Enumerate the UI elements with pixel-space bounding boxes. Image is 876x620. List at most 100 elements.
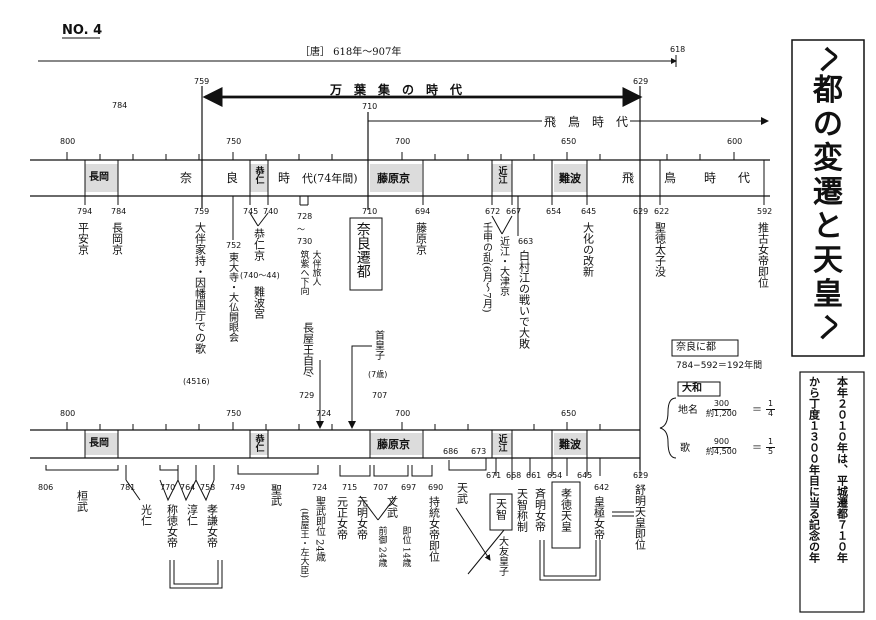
- emperor-junnin: 淳仁: [185, 504, 199, 526]
- lyear-749: 749: [230, 483, 246, 492]
- event-yakamochi-num: (4516): [183, 377, 210, 386]
- era-kyonin: 恭仁: [253, 166, 264, 184]
- emperor-monmu-sen: 前御 24歳: [376, 526, 387, 568]
- yamato-row1-eq: ＝: [752, 405, 762, 416]
- note-nagayao: 長屋王自尽: [301, 322, 315, 377]
- year-784: 784: [111, 207, 127, 216]
- emperor-nagaya-sadaijin: (長屋王・左大臣): [298, 508, 309, 579]
- event-tsukushi: 筑紫へ下向: [298, 250, 309, 295]
- emperor-gensho: 元正女帝: [335, 496, 349, 540]
- title-frame: [791, 39, 865, 357]
- upper-tick-700: 700: [395, 137, 411, 146]
- lyear-673: 673: [471, 447, 487, 456]
- tang-end-year: 618: [670, 45, 686, 54]
- asuka-start: 710: [362, 102, 378, 111]
- note-7sai: (7歳): [368, 370, 388, 379]
- emperor-genmei: 元明女帝: [355, 496, 369, 540]
- event-kuninkyo: 恭仁京: [252, 228, 266, 261]
- side-note-col-2: から丁度１３００年目に当る記念の年: [807, 376, 821, 563]
- era-naniwa: 難波: [559, 172, 581, 185]
- emperor-jito: 持統女帝即位: [427, 496, 441, 562]
- lower-era-nagaoka: 長岡: [89, 438, 109, 449]
- lower-tick-750: 750: [226, 409, 242, 418]
- year-745: 745: [243, 207, 259, 216]
- lyear-724: 724: [312, 483, 328, 492]
- lyear-781: 781: [120, 483, 136, 492]
- lyear-715: 715: [342, 483, 358, 492]
- era-dai-74: 代(74年間): [302, 172, 358, 185]
- year-694: 694: [415, 207, 431, 216]
- event-hakusukinoe: 白村江の戦いで大敗: [517, 250, 531, 349]
- page-number: NO. 4: [62, 23, 103, 38]
- yamato-row2-name: 歌: [680, 443, 690, 454]
- year-667: 667: [506, 207, 522, 216]
- yamato-row2-eq: ＝: [752, 443, 762, 454]
- note-724: 724: [316, 409, 332, 418]
- era-nara-2: 良: [226, 171, 239, 185]
- year-622: 622: [654, 207, 670, 216]
- year-740: 740: [263, 207, 279, 216]
- lower-era-omi: 近江: [496, 434, 507, 452]
- upper-tick-750: 750: [226, 137, 242, 146]
- yamato-label: 大和: [682, 383, 702, 394]
- emperor-otomo: 大友皇子: [496, 536, 508, 576]
- era-asuka-2: 鳥: [664, 171, 677, 185]
- lyear-690: 690: [428, 483, 444, 492]
- lyear-668: 668: [506, 471, 522, 480]
- year-592: 592: [757, 207, 773, 216]
- upper-784-top: 784: [112, 101, 128, 110]
- year-730: 730: [297, 237, 313, 246]
- upper-tick-800: 800: [60, 137, 76, 146]
- lower-era-naniwa: 難波: [559, 438, 581, 451]
- year-672: 672: [485, 207, 501, 216]
- side-note-col-1: 本年２０１０年は、平城遷都７１０年: [835, 376, 849, 563]
- year-654: 654: [546, 207, 562, 216]
- lower-tick-650: 650: [561, 409, 577, 418]
- lower-tick-700: 700: [395, 409, 411, 418]
- tang-label: ［唐］ 618年〜907年: [300, 47, 402, 58]
- emperor-kotoku: 孝徳天皇: [559, 488, 573, 532]
- title-glyph-1: 都: [813, 73, 843, 108]
- event-nara-sento: 奈良遷都: [354, 222, 371, 278]
- event-jinshin: 壬申の乱(6月〜7月): [480, 222, 492, 313]
- lower-era-fujiwara: 藤原京: [377, 438, 410, 451]
- lyear-654: 654: [547, 471, 563, 480]
- year-645: 645: [581, 207, 597, 216]
- event-suiko: 推古女帝即位: [756, 222, 770, 288]
- emperor-tenji-shosei: 天智称制: [515, 488, 529, 532]
- era-omi: 近江: [496, 166, 507, 184]
- manyo-end: 629: [633, 77, 649, 86]
- year-710: 710: [362, 207, 378, 216]
- emperor-tenji: 天智: [494, 498, 508, 520]
- event-otsukyo: 近江・大津京: [497, 236, 509, 296]
- emperor-monmu: 文武: [385, 496, 399, 518]
- note-707: 707: [372, 391, 388, 400]
- lyear-661: 661: [526, 471, 542, 480]
- title-glyph-7: 皇: [813, 277, 843, 312]
- year-759: 759: [194, 207, 210, 216]
- emperor-kogyoku: 皇極女帝: [592, 496, 606, 540]
- asuka-label: 飛 鳥 時 代: [542, 115, 631, 129]
- lyear-629: 629: [633, 471, 649, 480]
- title-glyph-3: 変: [813, 141, 843, 176]
- emperor-shotoku: 称徳女帝: [165, 504, 179, 548]
- emperor-koken: 孝謙女帝: [205, 504, 219, 548]
- emperor-jomei: 舒明天皇即位: [633, 484, 647, 550]
- era-fujiwara: 藤原京: [377, 172, 410, 185]
- event-naniwanomiya: 難波宮: [252, 286, 266, 319]
- era-nara-1: 奈: [180, 171, 193, 185]
- lyear-758: 758: [200, 483, 216, 492]
- nara-capital-label: 奈良に都: [676, 342, 716, 353]
- emperor-tenmu: 天武: [455, 482, 469, 504]
- event-heiankyo: 平安京: [76, 222, 90, 255]
- side-note-frame: [799, 371, 865, 613]
- year-728: 728: [297, 212, 313, 221]
- emperor-konin: 光仁: [139, 504, 153, 526]
- upper-tick-650: 650: [561, 137, 577, 146]
- year-663: 663: [518, 237, 534, 246]
